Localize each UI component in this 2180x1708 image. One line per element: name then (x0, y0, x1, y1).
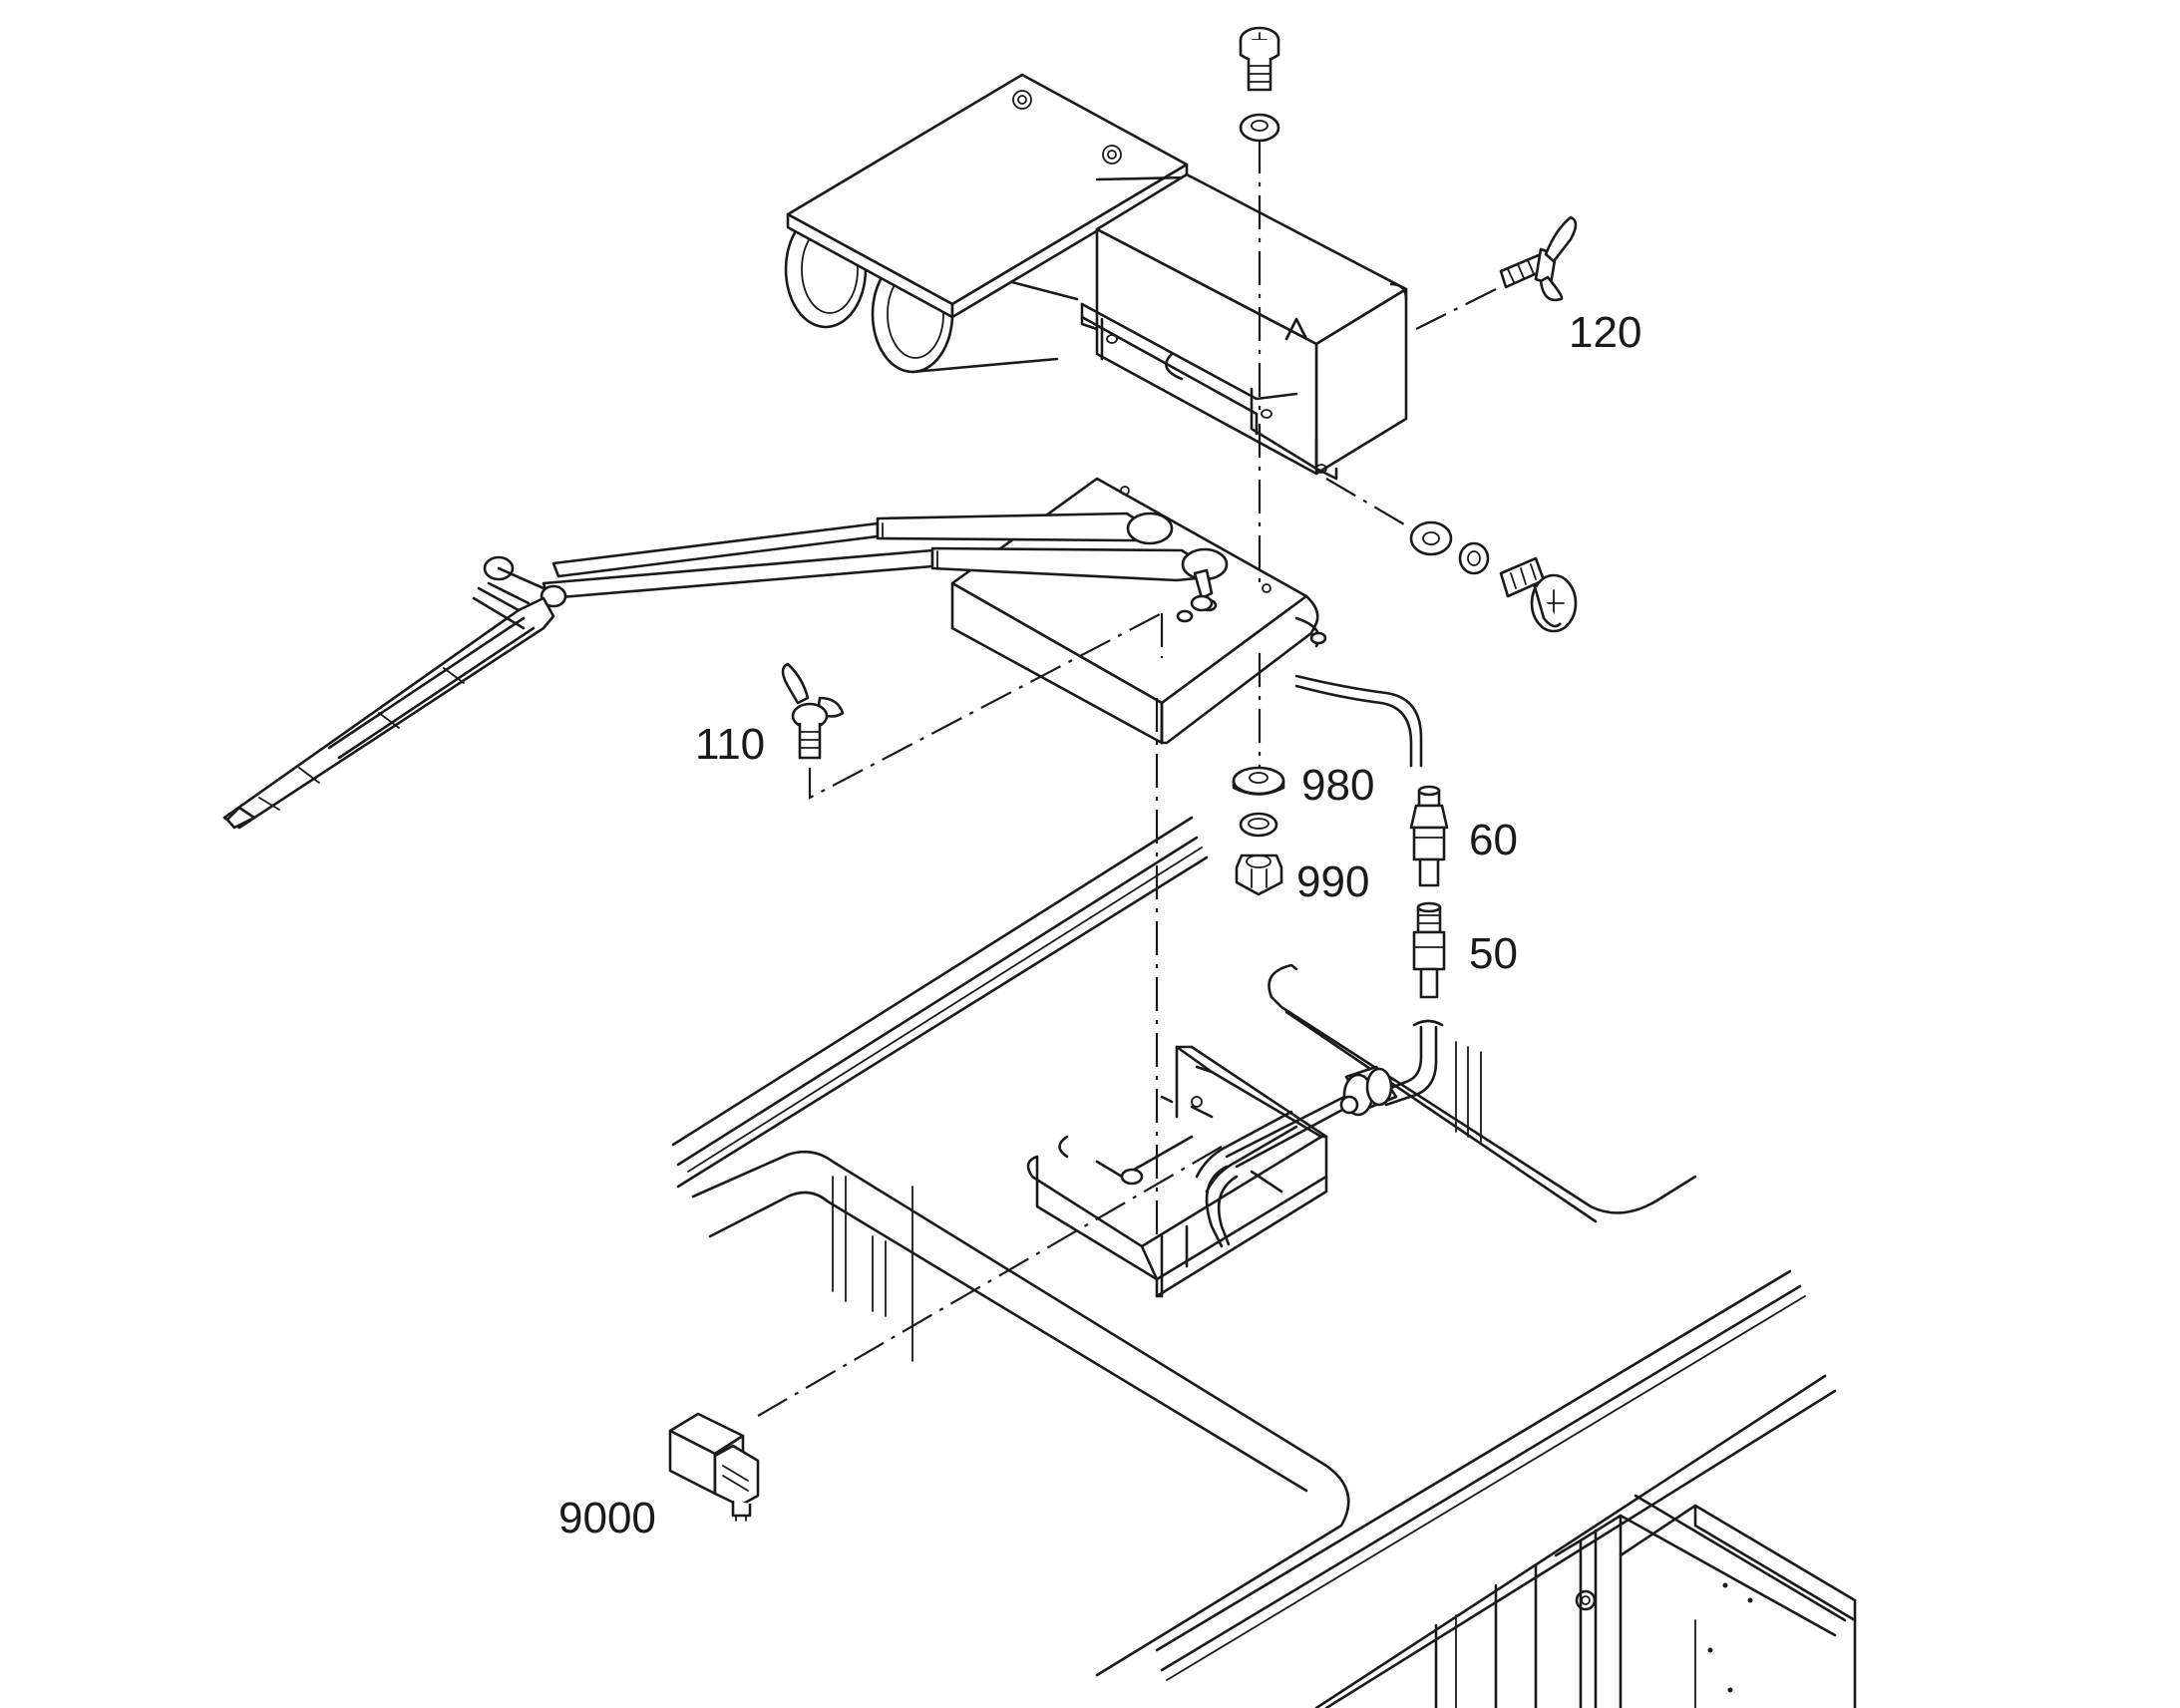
washer-hose (1205, 674, 1444, 1248)
screw-right (1499, 556, 1578, 633)
hose-connector-50 (1412, 901, 1446, 999)
washer-right-2 (1458, 541, 1490, 575)
callout-9000: 9000 (558, 1494, 656, 1542)
hose-connector-60 (1409, 785, 1449, 887)
wing-bolt-110 (781, 662, 845, 760)
screw-top (1239, 26, 1280, 92)
wiper-arm-assembly (222, 512, 1229, 830)
relay-9000 (668, 1412, 760, 1522)
nut-990 (1235, 854, 1283, 896)
mounting-bracket (1026, 1045, 1328, 1298)
callout-60: 60 (1469, 816, 1518, 864)
cab-roof-frame (671, 816, 1857, 1708)
callout-980: 980 (1301, 761, 1374, 810)
explode-lines (757, 140, 1497, 1417)
washer-small (1239, 812, 1278, 838)
callout-120: 120 (1569, 308, 1641, 357)
wing-bolt-120 (1499, 215, 1578, 302)
horn-assembly (784, 73, 1408, 481)
washer-top (1239, 113, 1280, 143)
callout-110: 110 (695, 720, 765, 769)
callout-50: 50 (1469, 929, 1518, 978)
washer-980 (1232, 766, 1285, 796)
callout-990: 990 (1296, 857, 1369, 906)
washer-right-1 (1409, 520, 1453, 556)
